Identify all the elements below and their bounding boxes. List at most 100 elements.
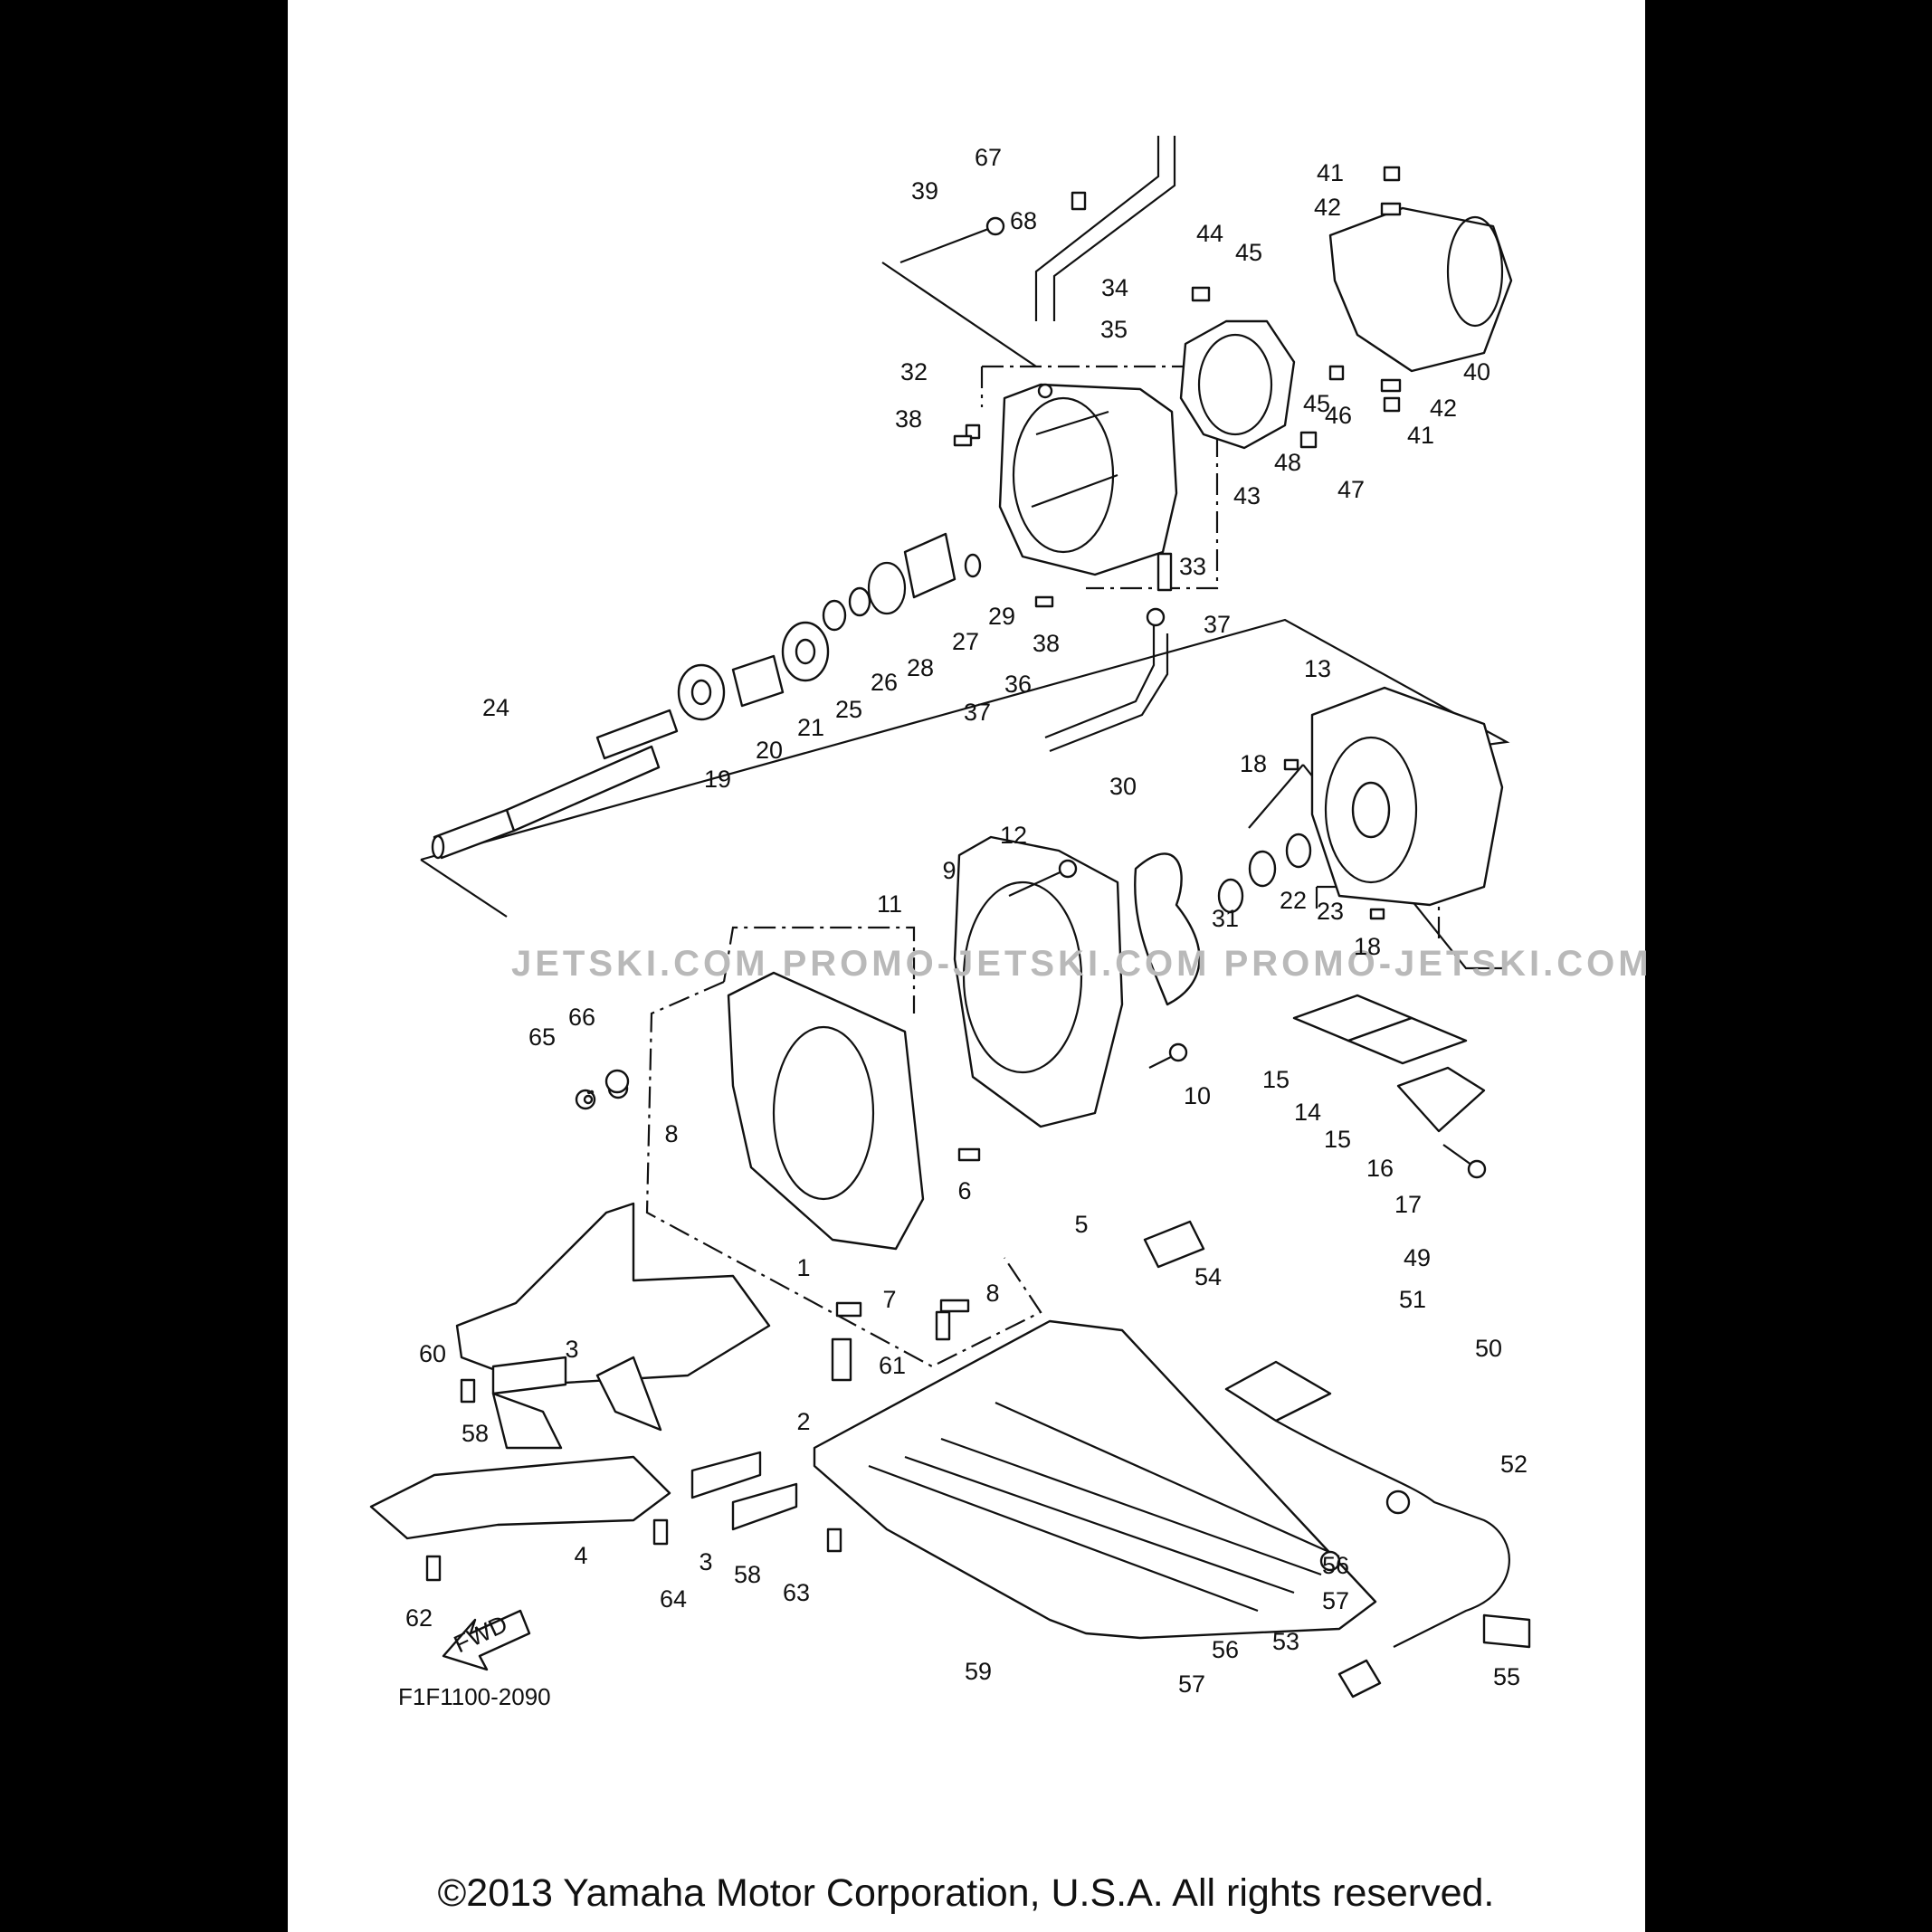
forward-arrow-icon: FWD xyxy=(442,1609,531,1671)
intake-duct xyxy=(727,971,925,1251)
part-label: 67 xyxy=(975,144,1002,171)
part-label: 51 xyxy=(1399,1286,1426,1313)
pump-assembly xyxy=(953,686,1504,1128)
part-label: 54 xyxy=(1194,1263,1222,1290)
part-label: 12 xyxy=(1000,822,1027,849)
part-label: 18 xyxy=(1354,933,1381,960)
part-label: 17 xyxy=(1394,1191,1422,1218)
part-label: 4 xyxy=(574,1542,587,1569)
inlet-plates xyxy=(1292,994,1486,1133)
part-label: 50 xyxy=(1475,1335,1502,1362)
nozzle-group-outline xyxy=(982,365,1219,590)
steering-nozzle xyxy=(1179,206,1513,450)
part-label: 3 xyxy=(565,1336,578,1363)
part-label: 5 xyxy=(1074,1211,1088,1238)
intake-group-outline xyxy=(722,926,916,1014)
fasteners xyxy=(425,166,1487,1582)
part-label: 35 xyxy=(1100,316,1128,343)
part-label: 39 xyxy=(911,177,938,205)
part-label: 27 xyxy=(952,628,979,655)
part-label: 19 xyxy=(704,766,731,793)
drawing-code: F1F1100-2090 xyxy=(398,1683,551,1710)
part-label: 47 xyxy=(1337,476,1365,503)
part-label: 58 xyxy=(462,1420,489,1447)
part-label: 44 xyxy=(1196,220,1223,247)
part-label: 56 xyxy=(1212,1636,1239,1663)
part-label: 6 xyxy=(957,1177,971,1204)
part-label: 2 xyxy=(796,1408,810,1435)
part-label: 31 xyxy=(1212,905,1239,932)
part-label: 58 xyxy=(734,1561,761,1588)
part-label: 7 xyxy=(882,1286,896,1313)
sensor-parts xyxy=(1143,1220,1531,1699)
part-label: 20 xyxy=(756,737,783,764)
part-label: 34 xyxy=(1101,274,1128,301)
part-label: 30 xyxy=(1109,773,1137,800)
ride-plate-brackets xyxy=(369,1202,798,1540)
part-label: 38 xyxy=(1033,630,1060,657)
part-label: 65 xyxy=(528,1023,556,1051)
part-label: 40 xyxy=(1463,358,1490,385)
part-label: 41 xyxy=(1407,422,1434,449)
part-label: 37 xyxy=(964,699,991,726)
part-label: 13 xyxy=(1304,655,1331,682)
part-label: 53 xyxy=(1272,1628,1299,1655)
part-label: 24 xyxy=(482,694,509,721)
part-label: 21 xyxy=(797,714,824,741)
part-label: 36 xyxy=(1004,671,1032,698)
part-label: 48 xyxy=(1274,449,1301,476)
part-label: 37 xyxy=(1204,611,1231,638)
part-label: 60 xyxy=(419,1340,446,1367)
part-label: 43 xyxy=(1233,482,1261,509)
part-label: 57 xyxy=(1322,1587,1349,1614)
part-label: 38 xyxy=(895,405,922,433)
part-label: 29 xyxy=(988,603,1015,630)
part-label: 45 xyxy=(1303,390,1330,417)
part-label: 52 xyxy=(1500,1451,1528,1478)
part-label: 56 xyxy=(1322,1552,1349,1579)
part-label: 22 xyxy=(1280,887,1307,914)
drive-shaft xyxy=(431,709,679,860)
copyright-notice: ©2013 Yamaha Motor Corporation, U.S.A. A… xyxy=(437,1871,1495,1915)
part-label: 49 xyxy=(1404,1244,1431,1271)
part-label: 16 xyxy=(1366,1155,1394,1182)
cooling-hoses xyxy=(1034,136,1176,753)
part-label: 32 xyxy=(900,358,928,385)
bearing-set xyxy=(677,532,982,721)
part-label: 26 xyxy=(871,669,898,696)
part-label: 25 xyxy=(835,696,862,723)
part-label: 23 xyxy=(1317,898,1344,925)
ride-plate xyxy=(813,1319,1377,1640)
part-label: 18 xyxy=(1240,750,1267,777)
part-label: 42 xyxy=(1314,194,1341,221)
part-label: 68 xyxy=(1010,207,1037,234)
part-label: 10 xyxy=(1184,1082,1211,1109)
part-label: 9 xyxy=(942,857,956,884)
part-label: 14 xyxy=(1294,1099,1321,1126)
part-label: 45 xyxy=(1235,239,1262,266)
part-label: 63 xyxy=(783,1579,810,1606)
part-label: 15 xyxy=(1262,1066,1290,1093)
part-label: 66 xyxy=(568,1004,595,1031)
part-label: 8 xyxy=(664,1120,678,1147)
part-label: 28 xyxy=(907,654,934,681)
part-label: 57 xyxy=(1178,1670,1205,1698)
part-label: 61 xyxy=(879,1352,906,1379)
part-label: 64 xyxy=(660,1585,687,1613)
part-label: 1 xyxy=(796,1254,810,1281)
part-label: 8 xyxy=(985,1280,999,1307)
part-label: 33 xyxy=(1179,553,1206,580)
nozzle-housing xyxy=(998,383,1178,576)
part-label: 62 xyxy=(405,1604,433,1632)
watermark: JETSKI.COM PROMO-JETSKI.COM PROMO-JETSKI… xyxy=(511,944,1652,984)
part-label: 46 xyxy=(1325,402,1352,429)
part-number-labels: 1 2 3 3 4 5 6 7 8 8 9 10 11 12 13 14 15 … xyxy=(405,144,1528,1698)
part-label: 55 xyxy=(1493,1663,1520,1690)
part-label: 3 xyxy=(699,1548,712,1575)
part-label: 15 xyxy=(1324,1126,1351,1153)
part-label: 42 xyxy=(1430,395,1457,422)
part-label: 11 xyxy=(877,890,902,918)
part-label: 41 xyxy=(1317,159,1344,186)
part-label: 59 xyxy=(965,1658,992,1685)
